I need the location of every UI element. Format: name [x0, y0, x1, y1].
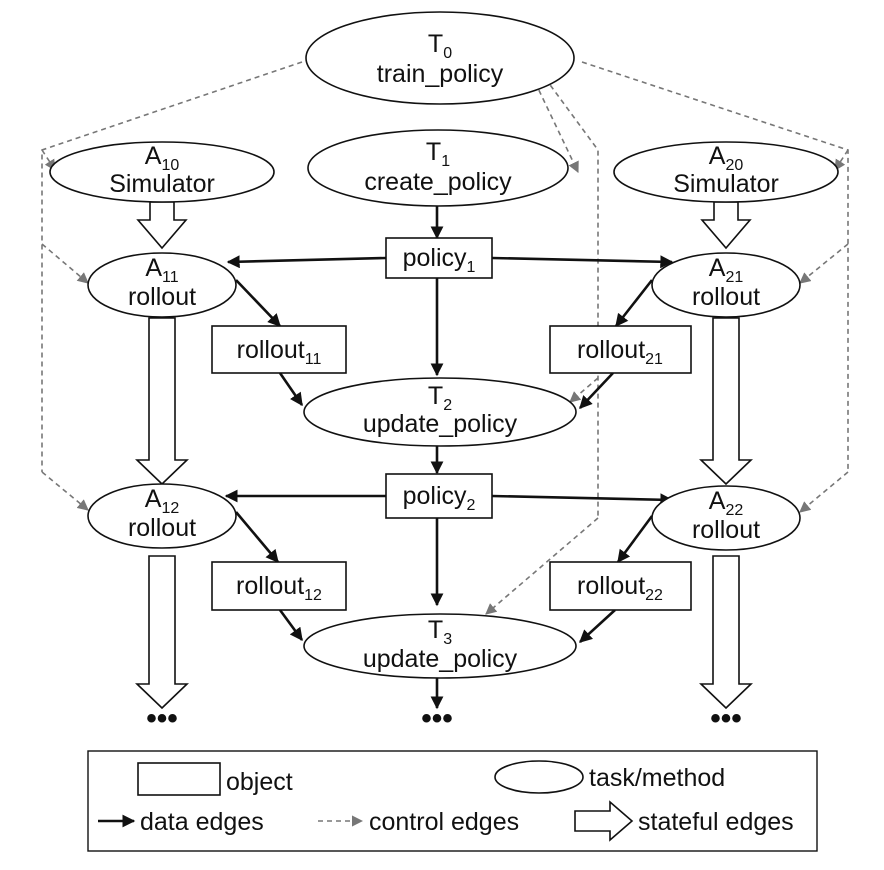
stateful-edge-a22-next: [699, 555, 753, 710]
svg-text:policy2: policy2: [403, 482, 476, 514]
node-a12-name: A12: [145, 485, 180, 517]
node-a12: A12 rollout: [87, 483, 237, 549]
data-edge-rollout11-t2: [278, 372, 304, 407]
node-a21-label: rollout: [692, 283, 760, 311]
data-edge-a21-rollout21: [614, 279, 654, 328]
continuation-dots-left: •••: [146, 702, 178, 735]
data-edge-rollout12-t3: [278, 609, 304, 642]
svg-text:rollout21: rollout21: [577, 336, 663, 368]
control-edge-t0-t2: [569, 377, 599, 403]
svg-text:policy1: policy1: [403, 244, 476, 276]
node-t3: T3 update_policy: [303, 613, 577, 679]
node-a21: A21 rollout: [651, 252, 801, 318]
data-edge-policy2-a22: [491, 493, 674, 507]
data-edge-rollout21-t2: [579, 372, 614, 409]
node-t0-name: T0: [428, 30, 452, 62]
continuation-dots-right: •••: [710, 702, 742, 735]
legend-stateful-edge-swatch: [574, 800, 634, 842]
node-a22: A22 rollout: [651, 485, 801, 551]
node-t0: T0 train_policy: [305, 11, 575, 105]
data-edge-policy1-a11: [226, 255, 387, 269]
object-rollout11: rollout11: [211, 325, 347, 374]
legend-stateful-edges-label: stateful edges: [638, 808, 794, 836]
node-t3-name: T3: [428, 616, 452, 648]
node-a22-name: A22: [709, 487, 744, 519]
node-t0-label: train_policy: [377, 60, 504, 88]
control-edge-t0-a22: [799, 471, 849, 513]
object-rollout21: rollout21: [549, 325, 692, 374]
data-edge-a12-rollout12: [235, 511, 279, 563]
svg-text:rollout12: rollout12: [236, 572, 322, 604]
object-policy2: policy2: [385, 473, 493, 519]
data-edges: [224, 204, 674, 710]
stateful-edge-a21-a22: [699, 317, 753, 486]
data-edge-a11-rollout11: [235, 279, 281, 327]
object-rollout22: rollout22: [549, 561, 692, 611]
stateful-edge-a10-a11: [136, 201, 188, 250]
control-edge-t0-t3-trunk: [544, 77, 599, 518]
node-a20-label: Simulator: [673, 170, 779, 198]
stateful-edge-a12-next: [135, 555, 189, 710]
legend-task-swatch: [494, 760, 584, 794]
control-edge-t0-t1: [534, 81, 579, 174]
svg-text:rollout22: rollout22: [577, 572, 663, 604]
node-t1-name: T1: [426, 138, 450, 170]
node-t3-label: update_policy: [363, 645, 518, 673]
node-a11-name: A11: [145, 254, 178, 286]
node-t1: T1 create_policy: [307, 129, 569, 207]
node-a10: A10 Simulator: [49, 141, 275, 203]
node-t2: T2 update_policy: [303, 377, 577, 447]
node-a12-label: rollout: [128, 514, 196, 542]
control-edge-t0-a21: [799, 243, 849, 284]
data-edge-policy1-a21: [491, 255, 674, 269]
stateful-edge-a20-a21: [700, 201, 752, 250]
node-a20: A20 Simulator: [613, 141, 839, 203]
legend-control-edges-label: control edges: [369, 808, 519, 836]
legend-object-swatch: [137, 762, 221, 796]
node-t2-label: update_policy: [363, 410, 518, 438]
svg-text:rollout11: rollout11: [237, 336, 322, 368]
node-a11: A11 rollout: [87, 252, 237, 318]
node-a11-label: rollout: [128, 283, 196, 311]
node-t2-name: T2: [428, 382, 452, 414]
node-a10-label: Simulator: [109, 170, 215, 198]
node-a10-name: A10: [145, 142, 180, 174]
legend: object task/method data edges control ed…: [87, 750, 818, 852]
data-edge-a22-rollout22: [616, 515, 654, 564]
node-a22-label: rollout: [692, 516, 760, 544]
legend-data-edges-label: data edges: [140, 808, 264, 836]
node-a21-name: A21: [709, 254, 744, 286]
node-t1-label: create_policy: [364, 168, 512, 196]
stateful-edges: [135, 201, 753, 710]
legend-task-label: task/method: [589, 764, 725, 792]
object-policy1: policy1: [385, 237, 493, 279]
control-edge-t0-a12: [41, 471, 89, 511]
object-rollout12: rollout12: [211, 561, 347, 611]
node-a20-name: A20: [709, 142, 744, 174]
stateful-edge-a11-a12: [135, 317, 189, 486]
control-edge-t0-a11: [41, 243, 89, 284]
continuation-dots-center: •••: [421, 702, 453, 735]
data-edge-rollout22-t3: [579, 609, 616, 643]
control-edge-t0-t3: [485, 517, 599, 615]
legend-object-label: object: [226, 768, 293, 796]
